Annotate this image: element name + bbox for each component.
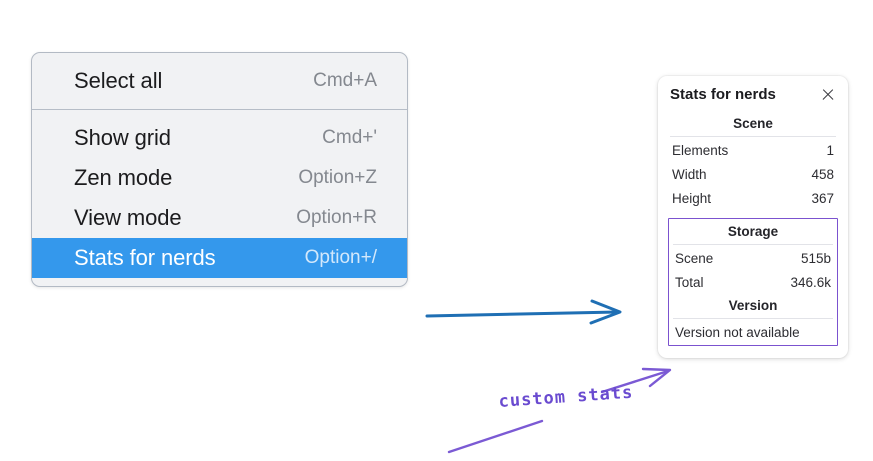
annotation-note-custom-stats: custom stats (498, 382, 634, 412)
stat-value: 515b (800, 250, 831, 266)
menu-item-shortcut: Cmd+A (313, 70, 377, 91)
section-title-scene: Scene (670, 113, 836, 137)
menu-item-stats-for-nerds[interactable]: Stats for nerds Option+/ (32, 238, 407, 278)
version-not-available-text: Version not available (675, 325, 800, 341)
stat-label: Scene (675, 250, 714, 266)
stat-value: 367 (811, 191, 834, 207)
stats-section-storage: Storage Scene 515b Total 346.6k (673, 221, 833, 295)
stats-panel-title: Stats for nerds (670, 86, 776, 103)
stats-panel-header: Stats for nerds (670, 86, 836, 103)
menu-item-shortcut: Option+/ (304, 247, 377, 268)
menu-item-shortcut: Option+R (296, 207, 377, 228)
stat-row-width: Width 458 (670, 163, 836, 187)
menu-item-shortcut: Cmd+' (322, 127, 377, 148)
stat-value: 346.6k (790, 274, 831, 290)
menu-item-select-all[interactable]: Select all Cmd+A (32, 61, 407, 101)
menu-item-label: Select all (74, 68, 163, 93)
menu-item-label: Zen mode (74, 165, 173, 190)
menu-item-zen-mode[interactable]: Zen mode Option+Z (32, 158, 407, 198)
stat-label: Height (672, 191, 712, 207)
menu-item-show-grid[interactable]: Show grid Cmd+' (32, 118, 407, 158)
section-title-version: Version (673, 295, 833, 320)
section-title-storage: Storage (673, 221, 833, 245)
purple-underline-stroke (447, 419, 544, 454)
context-menu: Select all Cmd+A Show grid Cmd+' Zen mod… (31, 52, 408, 287)
stat-row-scene-storage: Scene 515b (673, 247, 833, 271)
menu-item-label: Stats for nerds (74, 245, 216, 270)
stats-section-scene: Scene Elements 1 Width 458 Height 367 (670, 113, 836, 212)
stat-value: 1 (826, 143, 834, 158)
stat-label: Width (672, 167, 707, 183)
menu-group-1: Select all Cmd+A (32, 53, 407, 109)
menu-group-2: Show grid Cmd+' Zen mode Option+Z View m… (32, 109, 407, 286)
stat-row-height: Height 367 (670, 187, 836, 211)
blue-arrow-to-stats-panel (425, 299, 622, 325)
stats-section-version: Version Version not available (673, 295, 833, 341)
stat-label: Elements (672, 143, 729, 158)
menu-item-shortcut: Option+Z (298, 167, 377, 188)
close-icon[interactable] (820, 87, 836, 103)
stats-for-nerds-panel: Stats for nerds Scene Elements 1 Width 4… (658, 76, 848, 359)
menu-item-label: View mode (74, 205, 182, 230)
menu-item-view-mode[interactable]: View mode Option+R (32, 198, 407, 238)
menu-item-label: Show grid (74, 125, 171, 150)
stat-label: Total (675, 274, 704, 290)
stat-row-total-storage: Total 346.6k (673, 271, 833, 295)
stats-custom-section: Storage Scene 515b Total 346.6k Version … (668, 217, 838, 347)
stat-value: 458 (811, 167, 834, 183)
stat-row-elements: Elements 1 (670, 139, 836, 163)
